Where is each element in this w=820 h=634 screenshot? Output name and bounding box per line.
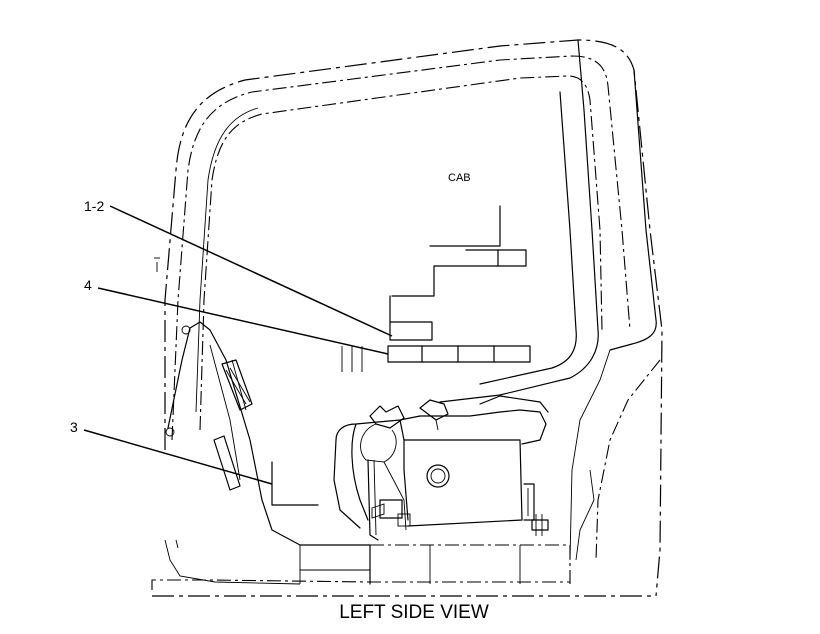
- cab-label: CAB: [448, 172, 471, 184]
- floor-frame: [151, 539, 656, 597]
- pillar-mark: [154, 257, 160, 272]
- engine-console: [333, 395, 549, 541]
- callout-1-2-label: 1-2: [84, 198, 104, 214]
- interior-panels: [341, 205, 531, 372]
- callout-4-label: 4: [84, 277, 92, 293]
- callout-3-label: 3: [70, 419, 78, 435]
- view-title: LEFT SIDE VIEW: [339, 602, 489, 623]
- cab-outline: [164, 39, 663, 597]
- door-assembly: [165, 321, 319, 549]
- leader-lines: [83, 205, 393, 485]
